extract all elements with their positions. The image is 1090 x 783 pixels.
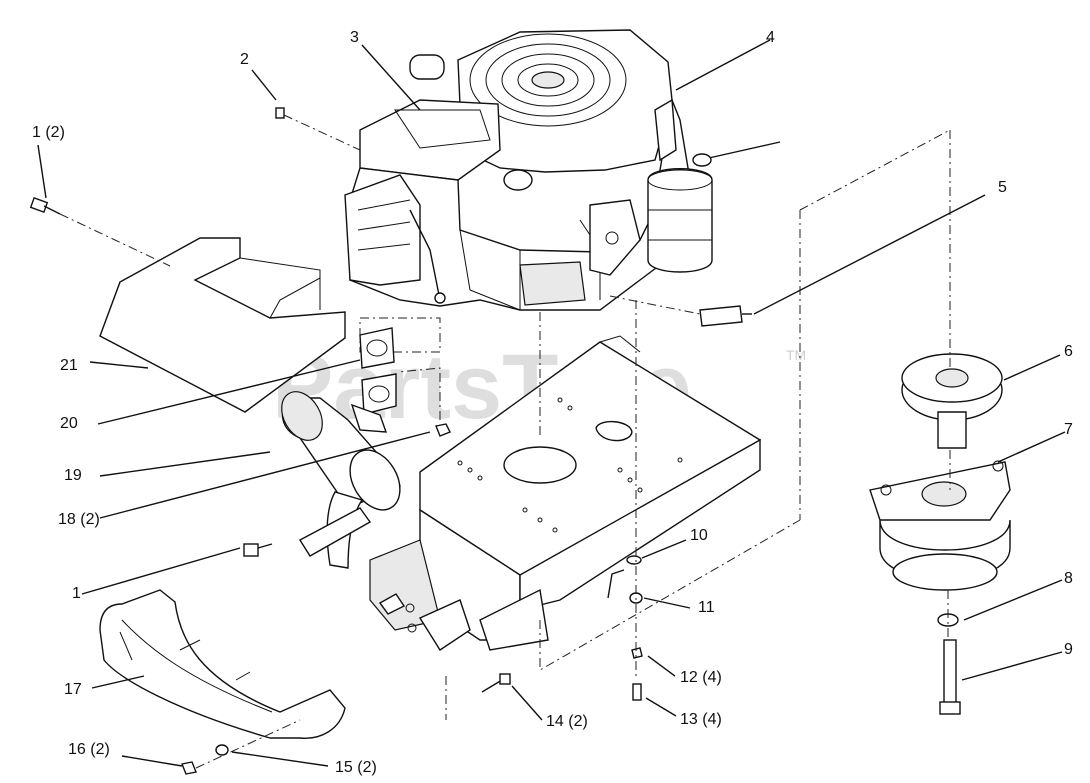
callout-3: 3 xyxy=(350,29,359,46)
callout-9: 9 xyxy=(1064,641,1073,658)
part-18-nut xyxy=(435,423,451,437)
callout-12: 12 (4) xyxy=(680,669,722,686)
leader-lines xyxy=(37,39,1066,767)
part-15-washer xyxy=(215,744,229,756)
callout-19: 19 xyxy=(64,467,82,484)
exhaust-flange xyxy=(361,373,397,415)
callout-11: 11 xyxy=(698,599,715,616)
frame xyxy=(299,335,762,651)
part-10-wire xyxy=(607,569,625,599)
part-2-key xyxy=(275,107,285,119)
callout-10: 10 xyxy=(690,527,708,544)
callout-16: 16 (2) xyxy=(68,741,110,758)
callout-15: 15 (2) xyxy=(335,759,377,776)
part-10-washer xyxy=(626,555,642,565)
callout-14: 14 (2) xyxy=(546,713,588,730)
part-21-heat-shield xyxy=(99,237,346,413)
part-16-nut xyxy=(181,761,197,775)
callout-7: 7 xyxy=(1064,421,1073,438)
callout-2: 2 xyxy=(240,51,249,68)
part-1-bolt-lower xyxy=(243,543,273,557)
part-7-clutch xyxy=(869,460,1011,591)
part-12-nut xyxy=(631,647,643,659)
part-13-bolt xyxy=(632,683,642,701)
callout-5: 5 xyxy=(998,179,1007,196)
part-14-bolt xyxy=(481,673,511,693)
callout-17: 17 xyxy=(64,681,82,698)
part-9-bolt xyxy=(939,639,961,715)
part-17-bumper xyxy=(99,589,346,739)
callout-18: 18 (2) xyxy=(58,511,100,528)
part-20-gasket xyxy=(359,327,395,369)
watermark-trademark: TM xyxy=(786,347,806,363)
callout-13: 13 (4) xyxy=(680,711,722,728)
callout-4: 4 xyxy=(766,29,775,46)
callout-20: 20 xyxy=(60,415,78,432)
callout-6: 6 xyxy=(1064,343,1073,360)
callout-8: 8 xyxy=(1064,570,1073,587)
engine xyxy=(344,29,781,311)
callout-21: 21 xyxy=(60,357,78,374)
part-5-switch xyxy=(699,305,752,327)
part-6-pulley xyxy=(901,353,1003,449)
callout-1-2: 1 (2) xyxy=(32,124,65,141)
part-1-bolt-upper xyxy=(29,197,61,215)
callout-1: 1 xyxy=(72,585,81,602)
